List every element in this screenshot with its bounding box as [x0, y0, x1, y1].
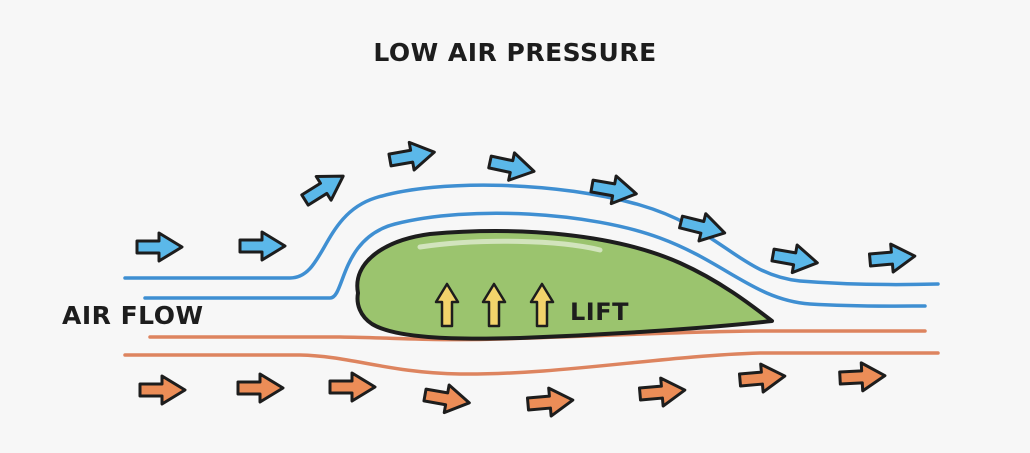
lift-arrow-2 — [481, 282, 507, 328]
upper-flow-arrow-4 — [387, 140, 436, 172]
lower-flow-arrow-8 — [838, 361, 887, 393]
lower-flow-arrow-2 — [236, 372, 285, 404]
lower-flow-arrows — [138, 361, 887, 418]
upper-flow-arrow-6 — [589, 174, 638, 206]
lift-arrow-1 — [434, 282, 460, 328]
airfoil-wing — [355, 229, 774, 341]
upper-flow-arrows — [135, 140, 917, 275]
upper-flow-arrow-3 — [300, 174, 345, 207]
lower-flow-arrow-4 — [422, 383, 471, 415]
air-flow-label: AIR FLOW — [62, 301, 204, 330]
upper-flow-arrow-2 — [238, 230, 287, 262]
lower-flow-arrow-5 — [525, 386, 575, 418]
upper-flow-arrow-1 — [135, 231, 184, 263]
upper-flow-arrow-9 — [867, 242, 917, 274]
upper-flow-arrow-5 — [487, 151, 536, 182]
lower-streamline-2 — [123, 351, 940, 376]
lift-arrows — [434, 282, 555, 328]
lower-flow-arrow-6 — [637, 376, 687, 408]
airfoil-group — [355, 229, 774, 341]
low-air-pressure-title: LOW AIR PRESSURE — [373, 38, 657, 67]
upper-flow-arrow-7 — [678, 212, 727, 243]
lift-arrow-3 — [529, 282, 555, 328]
upper-streamline-2 — [143, 211, 927, 308]
airfoil-highlight — [417, 238, 603, 253]
lower-flow-arrow-3 — [328, 371, 377, 403]
lift-label: LIFT — [570, 298, 629, 326]
upper-flow-arrow-8 — [770, 243, 819, 275]
lower-flow-arrow-1 — [138, 374, 187, 406]
lower-flow-arrow-7 — [737, 362, 787, 394]
